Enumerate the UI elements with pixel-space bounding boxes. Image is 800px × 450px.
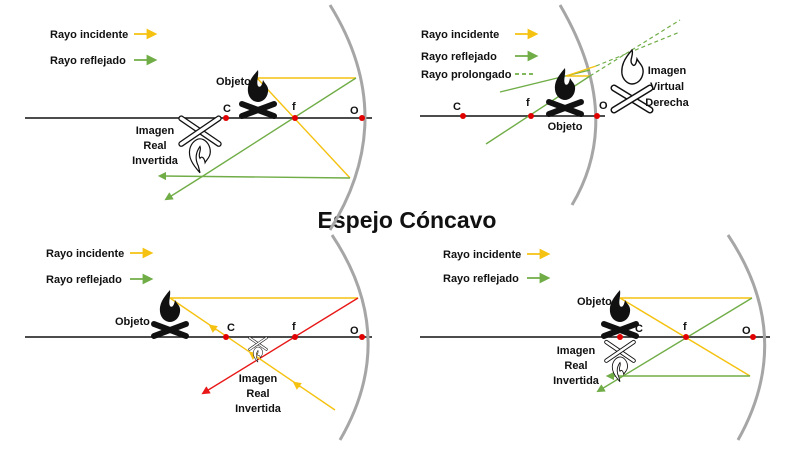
- point-center-label: C: [453, 101, 461, 113]
- extended-ray-2: [595, 31, 681, 67]
- image-label-line2: Real: [246, 388, 269, 400]
- legend: Rayo incidente Rayo reflejado Rayo prolo…: [421, 28, 539, 81]
- legend-reflected-label: Rayo reflejado: [50, 55, 126, 67]
- legend-incident-label: Rayo incidente: [50, 29, 128, 41]
- legend-incident-label: Rayo incidente: [46, 248, 124, 260]
- point-center: [460, 113, 466, 119]
- inverted-campfire-icon: [248, 336, 268, 364]
- point-focus: [683, 334, 689, 340]
- ray-arrow-1: [208, 324, 218, 333]
- legend-reflected-label: Rayo reflejado: [443, 273, 519, 285]
- object-label: Objeto: [115, 316, 150, 328]
- panel-real-image-beyond-center: Rayo incidente Rayo reflejado C f O Obje…: [25, 4, 372, 231]
- ray-arrow-3: [292, 381, 302, 390]
- legend: Rayo incidente Rayo reflejado: [50, 28, 158, 67]
- virtual-image-label-line1: Imagen: [648, 65, 687, 77]
- incident-ray-through-focus: [256, 77, 351, 179]
- point-center: [617, 334, 623, 340]
- point-vertex: [359, 334, 365, 340]
- point-center: [223, 115, 229, 121]
- image-label-line3: Invertida: [235, 403, 282, 415]
- reflected-ray-from-center: [499, 69, 591, 93]
- point-focus-label: f: [683, 321, 687, 333]
- point-focus: [292, 334, 298, 340]
- point-focus-label: f: [292, 101, 296, 113]
- point-center: [223, 334, 229, 340]
- point-vertex-label: O: [350, 105, 359, 117]
- point-focus: [528, 113, 534, 119]
- virtual-image-label-line3: Derecha: [645, 97, 689, 109]
- point-center-label: C: [635, 323, 643, 335]
- campfire-icon: [549, 68, 581, 114]
- extended-ray-1: [589, 19, 681, 77]
- image-label-line1: Imagen: [557, 345, 596, 357]
- panel-real-image-between-center-focus: Rayo incidente Rayo reflejado C f O Obje…: [25, 234, 372, 441]
- image-label-line3: Invertida: [132, 155, 179, 167]
- diagram-title: Espejo Cóncavo: [318, 207, 497, 233]
- image-label-line2: Real: [143, 140, 166, 152]
- object-label: Objeto: [216, 76, 251, 88]
- image-label-line3: Invertida: [553, 375, 600, 387]
- point-vertex: [594, 113, 600, 119]
- virtual-image-label-line2: Virtual: [650, 81, 684, 93]
- campfire-icon: [154, 290, 186, 336]
- inverted-campfire-icon: [181, 118, 218, 172]
- point-focus: [292, 115, 298, 121]
- reflected-ray-through-focus: [202, 77, 357, 177]
- legend-incident-label: Rayo incidente: [421, 29, 499, 41]
- reflected-ray-tail: [164, 175, 204, 201]
- legend: Rayo incidente Rayo reflejado: [443, 248, 551, 285]
- legend-extended-label: Rayo prolongado: [421, 69, 512, 81]
- legend-reflected-label: Rayo reflejado: [421, 51, 497, 63]
- reflected-ray-parallel: [157, 171, 351, 181]
- point-vertex-label: O: [599, 100, 608, 112]
- image-label-line1: Imagen: [136, 125, 175, 137]
- panel-virtual-image: Rayo incidente Rayo reflejado Rayo prolo…: [420, 4, 690, 206]
- legend-reflected-label: Rayo reflejado: [46, 274, 122, 286]
- concave-mirror: [330, 234, 370, 441]
- point-center-label: C: [223, 103, 231, 115]
- legend: Rayo incidente Rayo reflejado: [46, 247, 154, 286]
- point-center-label: C: [227, 322, 235, 334]
- point-focus-label: f: [292, 321, 296, 333]
- concave-mirror: [558, 4, 598, 206]
- panel-real-image-at-center: Rayo incidente Rayo reflejado C f O Obje…: [420, 234, 770, 441]
- concave-mirror: [726, 234, 767, 441]
- reflected-ray-through-focus: [201, 297, 359, 395]
- image-label-line1: Imagen: [239, 373, 278, 385]
- object-label: Objeto: [548, 121, 583, 133]
- legend-incident-label: Rayo incidente: [443, 249, 521, 261]
- incident-ray-diagonal: [565, 65, 597, 77]
- point-vertex-label: O: [742, 325, 751, 337]
- reflected-ray-through-focus: [596, 297, 753, 393]
- point-vertex-label: O: [350, 325, 359, 337]
- point-vertex: [750, 334, 756, 340]
- object-label: Objeto: [577, 296, 612, 308]
- point-vertex: [359, 115, 365, 121]
- point-focus-label: f: [526, 97, 530, 109]
- concave-mirror: [328, 4, 367, 231]
- image-label-line2: Real: [564, 360, 587, 372]
- virtual-image-campfire-icon: [610, 48, 654, 114]
